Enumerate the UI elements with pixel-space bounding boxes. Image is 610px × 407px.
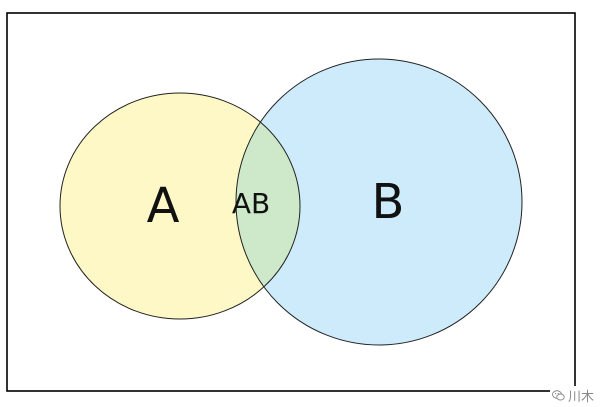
- set-a-label: A: [147, 178, 180, 234]
- watermark-text: 川木: [567, 390, 594, 405]
- set-b-circle: [236, 59, 522, 345]
- watermark: 川木: [549, 386, 596, 405]
- intersection-ab-label: AB: [232, 187, 270, 220]
- set-a-circle: [60, 93, 300, 319]
- set-b-outline: [235, 58, 523, 346]
- set-b-label: B: [372, 174, 405, 230]
- wechat-icon: [552, 390, 565, 401]
- set-a-outline: [59, 92, 301, 320]
